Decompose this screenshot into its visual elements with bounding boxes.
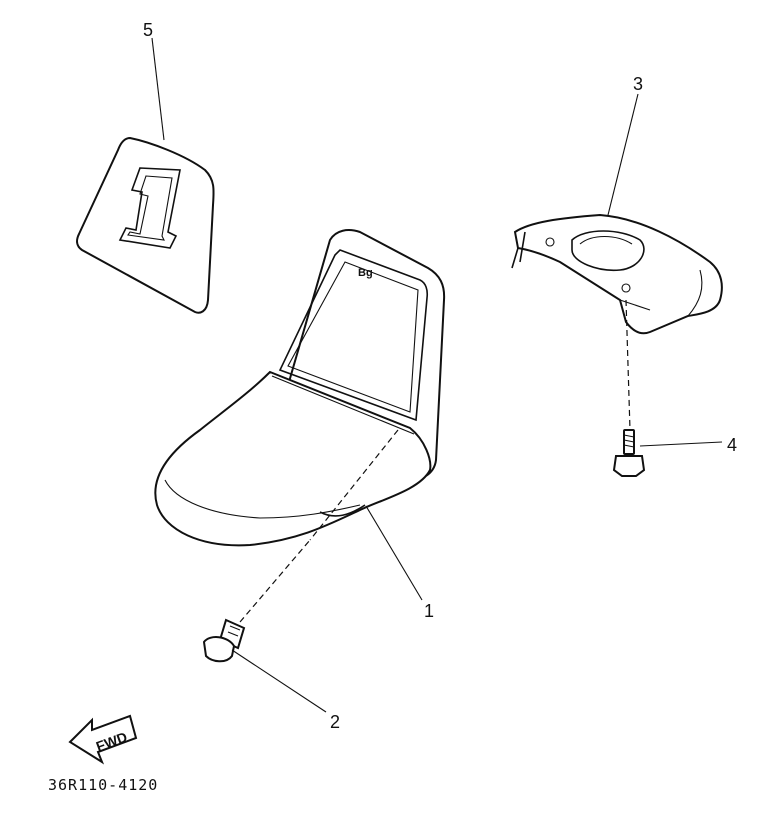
leader-line-3	[607, 93, 639, 216]
callout-3: 3	[633, 74, 643, 94]
forward-direction-arrow: FWD	[68, 714, 138, 765]
callout-1: 1	[424, 601, 434, 621]
leader-line-2	[231, 649, 327, 713]
leader-line-1	[365, 505, 423, 601]
callout-4: 4	[727, 435, 737, 455]
emblem-plate-part: 1	[76, 136, 215, 314]
seat-screw-part	[202, 539, 311, 663]
leader-line-5	[151, 37, 165, 141]
seat-marking: Bg	[358, 267, 373, 279]
leader-line-4	[639, 441, 723, 447]
drawing-code: 36R110-4120	[48, 776, 158, 794]
seat-part: Bg	[154, 229, 446, 547]
callout-2: 2	[330, 712, 340, 732]
bracket-bolt-part	[612, 299, 646, 477]
seat-bracket-part	[511, 213, 723, 335]
callout-5: 5	[143, 20, 153, 40]
